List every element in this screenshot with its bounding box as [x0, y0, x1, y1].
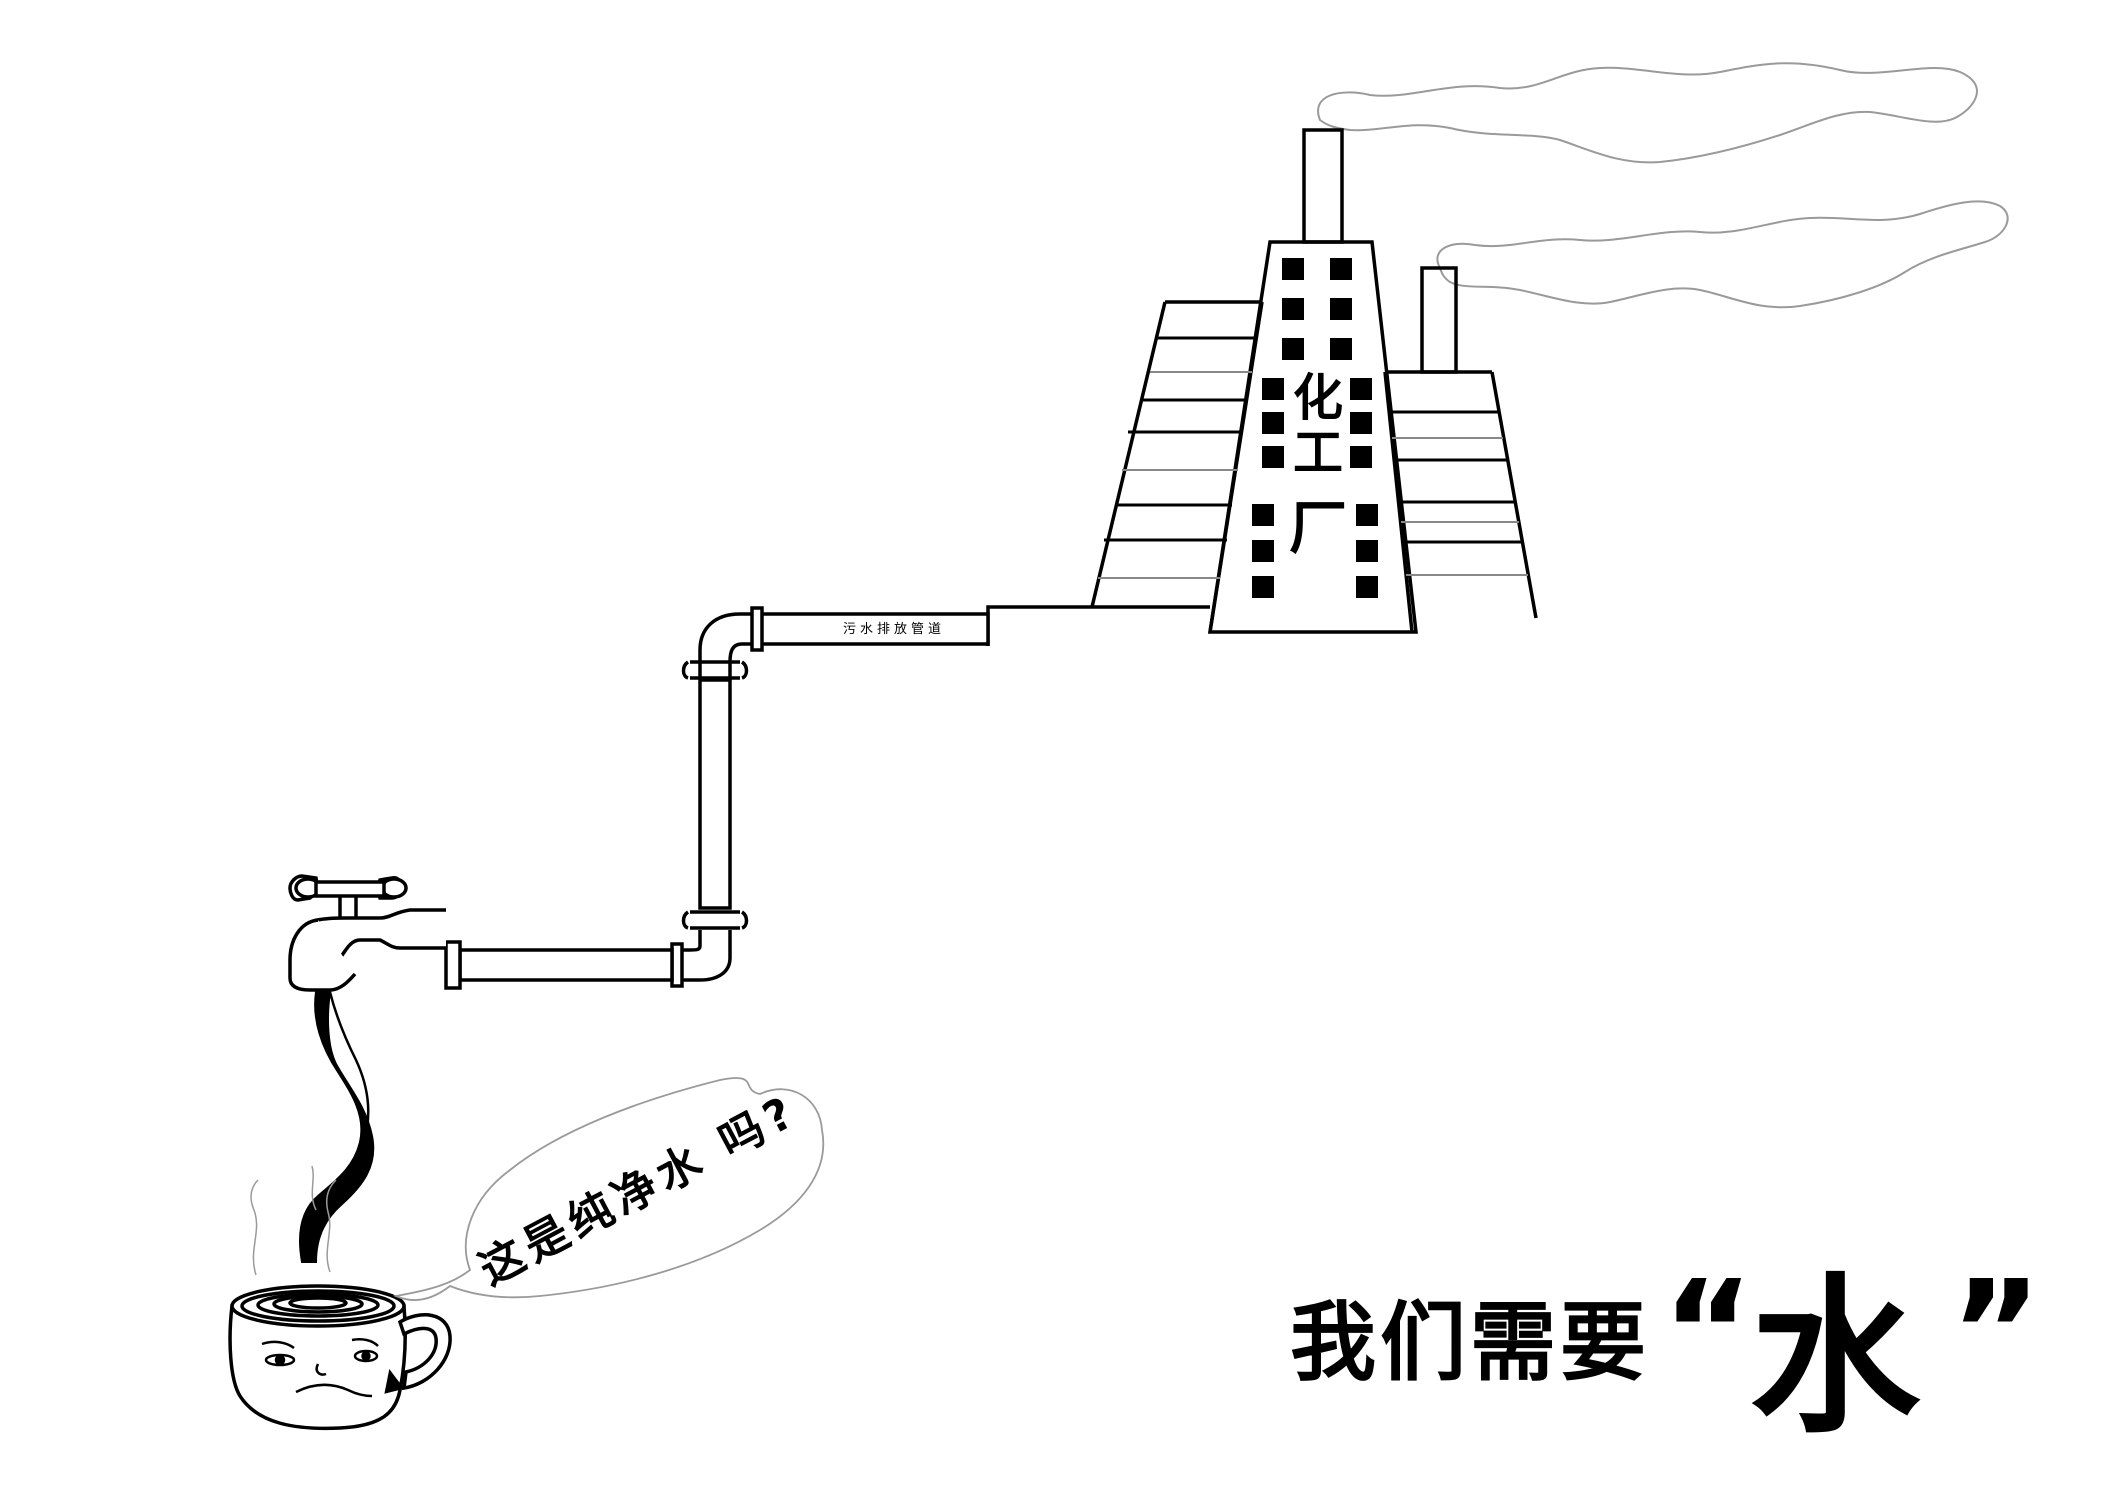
water-stream — [298, 991, 375, 1263]
pipe-vertical-segment — [698, 678, 732, 910]
coffee-mug — [228, 1284, 452, 1431]
factory-window — [1262, 378, 1284, 400]
factory-window — [1282, 298, 1304, 320]
factory-sign-char-3: 厂 — [1289, 494, 1347, 562]
dirty-water-stream — [298, 991, 375, 1263]
factory-window — [1282, 338, 1304, 360]
pipe-top-collar — [750, 606, 764, 652]
factory-chimney-short — [1420, 266, 1458, 374]
sewage-pipe — [444, 605, 1092, 990]
factory-window — [1262, 446, 1284, 468]
factory-window — [1252, 576, 1274, 598]
factory-window — [1350, 446, 1372, 468]
factory-window — [1350, 378, 1372, 400]
factory-chimney-tall — [1302, 128, 1344, 244]
smoke-plumes — [1317, 62, 2009, 309]
factory-window — [1356, 540, 1378, 562]
slogan-open-quote: “ — [1662, 1251, 1754, 1414]
factory-window — [1350, 412, 1372, 434]
slogan-prefix: 我们需要 — [1290, 1293, 1650, 1393]
pipe-top-flange — [681, 660, 749, 680]
factory — [1090, 128, 1538, 634]
left-eyebrow — [261, 1340, 295, 1350]
pipe-label: 污水排放管道 — [843, 622, 945, 637]
pipe-top-segment — [758, 612, 990, 646]
smoke-plume-upper — [1317, 62, 1978, 164]
factory-window — [1282, 258, 1304, 280]
factory-window — [1252, 504, 1274, 526]
pipe-bottom-elbow — [680, 930, 732, 982]
speech-bubble: 这是纯净水 吗? — [392, 1077, 825, 1301]
factory-window — [1356, 504, 1378, 526]
faucet-spout — [288, 918, 357, 992]
factory-window — [1356, 576, 1378, 598]
right-eyebrow — [351, 1338, 379, 1347]
smoke-plume-lower — [1436, 200, 2009, 309]
pipe-connector — [986, 605, 1092, 646]
slogan-close-quote: ” — [1950, 1251, 2042, 1414]
factory-right-wing — [1383, 370, 1538, 633]
factory-sign: 化 工 厂 — [1289, 369, 1347, 562]
faucet-handle-bar — [314, 880, 386, 898]
mug-liquid-swirl — [240, 1289, 396, 1323]
pipe-lower-collar — [444, 940, 462, 990]
mug-tear — [384, 1369, 405, 1394]
factory-window — [1330, 338, 1352, 360]
steam — [250, 1165, 337, 1276]
pipe-lower-segment — [458, 948, 674, 982]
factory-sign-char-2: 工 — [1293, 424, 1343, 482]
pipe-lower-flange — [681, 910, 749, 930]
factory-window — [1262, 412, 1284, 434]
factory-left-wing — [1090, 300, 1264, 633]
nose — [315, 1363, 327, 1376]
speech-bubble-outline — [392, 1077, 825, 1301]
factory-window — [1330, 258, 1352, 280]
mouth — [295, 1383, 373, 1398]
factory-windows — [1252, 258, 1378, 598]
factory-window — [1330, 298, 1352, 320]
mug-face — [261, 1338, 405, 1398]
factory-window — [1252, 540, 1274, 562]
slogan-word: 水 — [1750, 1259, 1921, 1457]
water-stream-outline — [328, 991, 370, 1151]
factory-sign-char-1: 化 — [1293, 369, 1343, 427]
slogan: 我们需要 “ 水 ” — [1290, 1251, 2042, 1457]
faucet — [288, 874, 446, 992]
mug-handle — [397, 1313, 452, 1391]
